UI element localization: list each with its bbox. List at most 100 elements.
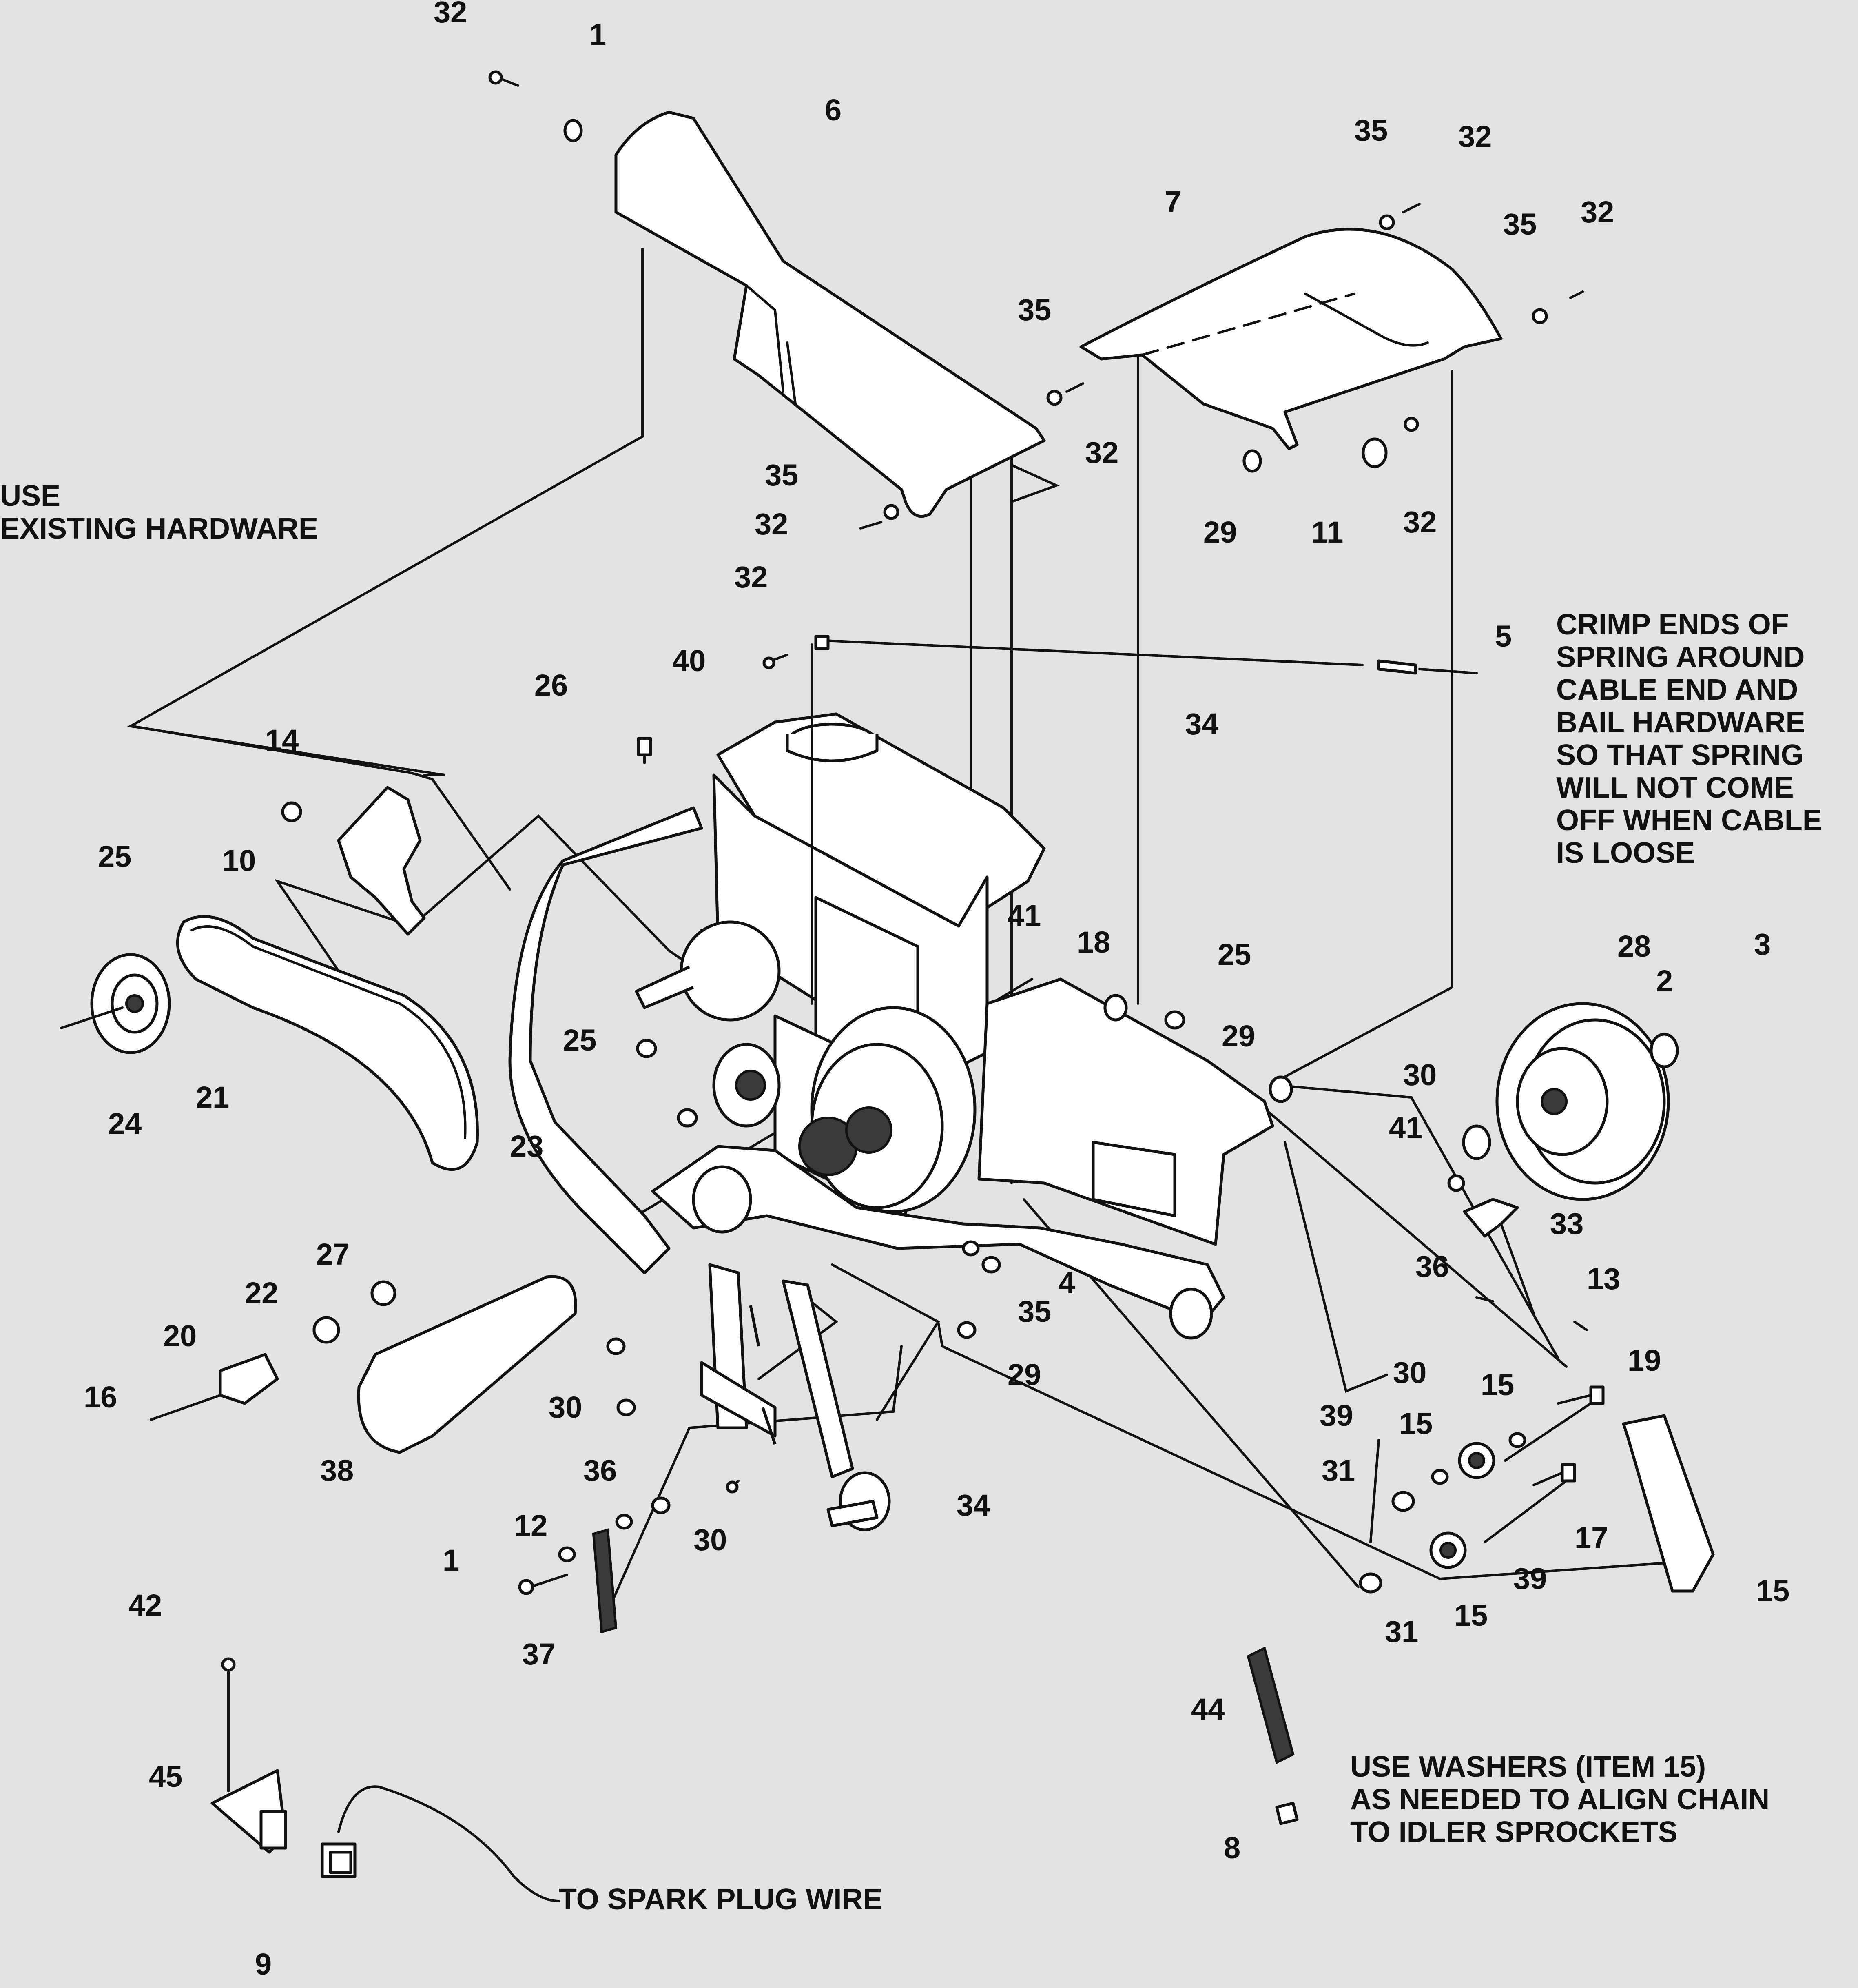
callout-3: 28: [1617, 929, 1651, 963]
svg-text:BAIL HARDWARE: BAIL HARDWARE: [1556, 706, 1805, 739]
callout-30: 34: [957, 1488, 990, 1522]
callout-15: 39: [1320, 1398, 1353, 1432]
callout-8: 44: [1191, 1692, 1225, 1726]
callout-26: 5: [1495, 619, 1512, 653]
svg-text:USE: USE: [0, 480, 60, 512]
callout-32: 32: [434, 0, 467, 29]
callout-35: 35: [1354, 113, 1388, 147]
callout-30: 36: [583, 1454, 617, 1487]
callout-6: 6: [825, 93, 842, 127]
callout-25: 10: [222, 844, 256, 878]
callout-15: 31: [1385, 1615, 1418, 1649]
callout-32: 32: [1403, 505, 1437, 539]
drive-chain: [1247, 1646, 1299, 1825]
rear-shield-cover: [1079, 228, 1503, 450]
callout-27: 19: [1628, 1343, 1661, 1377]
note-use-existing-hardware: USE EXISTING HARDWARE: [0, 480, 318, 545]
svg-text:CABLE END AND: CABLE END AND: [1556, 674, 1798, 706]
callout-29: 29: [1203, 515, 1237, 549]
callout-18: 41: [1008, 899, 1041, 933]
callout-20: 22: [245, 1276, 278, 1310]
callout-21: 25: [98, 840, 131, 873]
callout-11: 11: [1311, 515, 1343, 549]
callout-31: 15: [1454, 1598, 1488, 1632]
callout-39: 17: [1575, 1521, 1608, 1555]
drive-belt: [176, 915, 479, 1171]
callout-25: 29: [1222, 1019, 1255, 1053]
chassis-plate: [651, 977, 1274, 1340]
callout-35: 4: [1059, 1266, 1075, 1300]
svg-text:IS LOOSE: IS LOOSE: [1556, 837, 1695, 869]
callout-31: 15: [1399, 1407, 1433, 1441]
callout-4: 38: [320, 1454, 354, 1487]
callout-25: 18: [1077, 925, 1110, 959]
callout-36: 30: [549, 1390, 582, 1424]
note-crimp-spring: CRIMP ENDS OF SPRING AROUND CABLE END AN…: [1556, 608, 1822, 869]
callout-32: 32: [1581, 195, 1614, 229]
callout-44: 45: [149, 1760, 182, 1793]
callout-13: 36: [1415, 1250, 1449, 1283]
callout-30: 29: [1008, 1358, 1041, 1392]
callout-19: 13: [1587, 1262, 1620, 1296]
svg-text:OFF WHEN CABLE: OFF WHEN CABLE: [1556, 804, 1822, 837]
callout-36: 23: [510, 1129, 543, 1163]
callout-33: 41: [1389, 1111, 1422, 1145]
callout-41: 30: [1403, 1058, 1437, 1092]
svg-text:SPRING AROUND: SPRING AROUND: [1556, 641, 1805, 674]
callout-2: 3: [1754, 927, 1771, 961]
control-cable: [811, 635, 1478, 1005]
svg-text:WILL NOT COME: WILL NOT COME: [1556, 771, 1794, 804]
svg-text:AS NEEDED TO ALIGN CHAIN: AS NEEDED TO ALIGN CHAIN: [1350, 1783, 1769, 1816]
frame-handle-tube: [508, 806, 703, 1274]
callout-39: 15: [1481, 1368, 1514, 1402]
callout-17: 37: [522, 1637, 556, 1671]
callout-28: 24: [108, 1107, 142, 1141]
callout-41: 2: [1656, 964, 1673, 998]
axle-bearing-housing: [150, 1275, 577, 1454]
callout-10: 14: [265, 723, 299, 757]
callout-15: 39: [1513, 1562, 1547, 1596]
lever-assembly: [592, 1263, 891, 1633]
callout-16: 20: [163, 1319, 197, 1353]
idler-sprockets: [1359, 1402, 1592, 1594]
callout-7: 7: [1165, 185, 1181, 219]
callout-24: 21: [196, 1080, 229, 1114]
callout-35: 35: [1018, 293, 1051, 327]
callout-14: 26: [534, 668, 568, 702]
svg-text:TO IDLER SPROCKETS: TO IDLER SPROCKETS: [1350, 1816, 1678, 1848]
callout-37: 1: [443, 1543, 459, 1577]
callout-34: 40: [672, 644, 706, 678]
callout-22: 27: [316, 1237, 350, 1271]
callout-15: 30: [1393, 1356, 1426, 1390]
idler-pulley: [60, 953, 171, 1054]
callout-45: 42: [128, 1588, 162, 1622]
belt-guard-cover: [614, 111, 1046, 518]
drive-wheel: [1462, 1002, 1679, 1201]
svg-text:SO THAT SPRING: SO THAT SPRING: [1556, 739, 1804, 771]
callout-23: 33: [1550, 1207, 1583, 1241]
reference-lines: [127, 248, 1674, 1613]
callout-12: 31: [1322, 1454, 1355, 1487]
callout-32: 32: [1458, 120, 1492, 153]
callout-40: 32: [734, 560, 768, 594]
callout-42: 15: [1756, 1574, 1789, 1608]
kill-switch-bracket: [210, 1659, 560, 1902]
callout-35: 35: [765, 458, 798, 492]
callout-34: 30: [693, 1523, 727, 1557]
note-use-washers: USE WASHERS (ITEM 15) AS NEEDED TO ALIGN…: [1350, 1751, 1769, 1848]
callout-32: 32: [1085, 436, 1118, 470]
mounting-bracket: [281, 786, 426, 936]
tension-knob-rod: [1447, 1174, 1588, 1331]
callout-labels: 32 1 6 35 32 7 35 32 35 32 32 35 32 29 1…: [84, 0, 1789, 1981]
note-spark-plug-wire: TO SPARK PLUG WIRE: [559, 1883, 882, 1916]
callout-1: 1: [589, 18, 606, 51]
hardware-fasteners: [221, 70, 1605, 1672]
chain-shield: [1622, 1414, 1715, 1593]
callout-9: 8: [1224, 1831, 1240, 1865]
callout-5: 34: [1185, 707, 1218, 741]
svg-text:EXISTING HARDWARE: EXISTING HARDWARE: [0, 512, 318, 545]
callout-35: 35: [1503, 207, 1537, 241]
callout-38: 16: [84, 1380, 117, 1414]
callout-30: 25: [563, 1023, 596, 1057]
